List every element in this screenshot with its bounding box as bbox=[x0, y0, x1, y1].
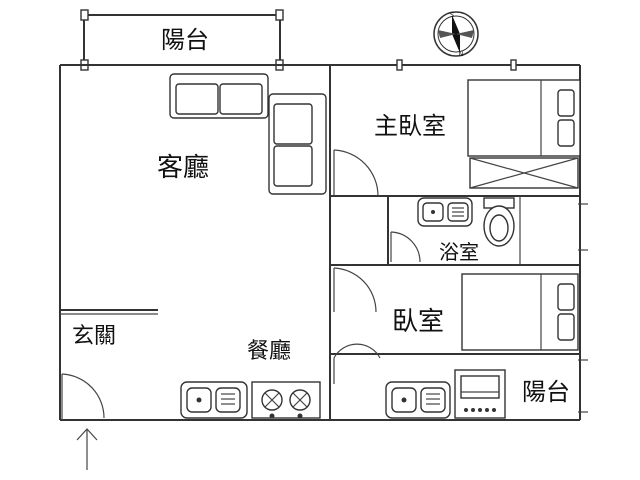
stove-icon bbox=[251, 381, 321, 419]
bathroom-sink bbox=[417, 197, 473, 227]
bedroom-label: 臥室 bbox=[392, 307, 444, 337]
wardrobe bbox=[469, 157, 579, 189]
compass-south-label: S bbox=[450, 12, 454, 19]
window-markers bbox=[578, 203, 588, 413]
living-room-label: 客廳 bbox=[157, 153, 209, 183]
oven-icon bbox=[454, 369, 506, 419]
entrance-door bbox=[61, 373, 105, 420]
bed-icon bbox=[461, 273, 579, 351]
bathroom-label: 浴室 bbox=[439, 240, 479, 264]
bedroom-door bbox=[333, 267, 377, 313]
bathroom-door bbox=[390, 231, 421, 263]
sink-icon bbox=[385, 381, 451, 419]
dining-room-label: 餐廳 bbox=[247, 339, 291, 364]
sink-icon bbox=[180, 381, 248, 419]
master-bedroom-label: 主臥室 bbox=[374, 112, 446, 140]
interior-walls bbox=[60, 65, 580, 420]
compass-north-label: N bbox=[459, 51, 464, 58]
entrance-label: 玄關 bbox=[72, 324, 116, 349]
toilet-icon bbox=[483, 197, 515, 247]
balcony-top-label: 陽台 bbox=[161, 26, 209, 54]
entrance-arrow-icon bbox=[76, 428, 98, 470]
bed-icon bbox=[467, 79, 581, 157]
top-balcony: 陽台 bbox=[80, 9, 284, 71]
master-bedroom-door bbox=[333, 149, 379, 197]
balcony-door bbox=[333, 343, 381, 384]
balcony-right-label: 陽台 bbox=[522, 378, 570, 406]
compass-icon: S N bbox=[433, 11, 479, 58]
sofa-icon bbox=[169, 73, 327, 195]
